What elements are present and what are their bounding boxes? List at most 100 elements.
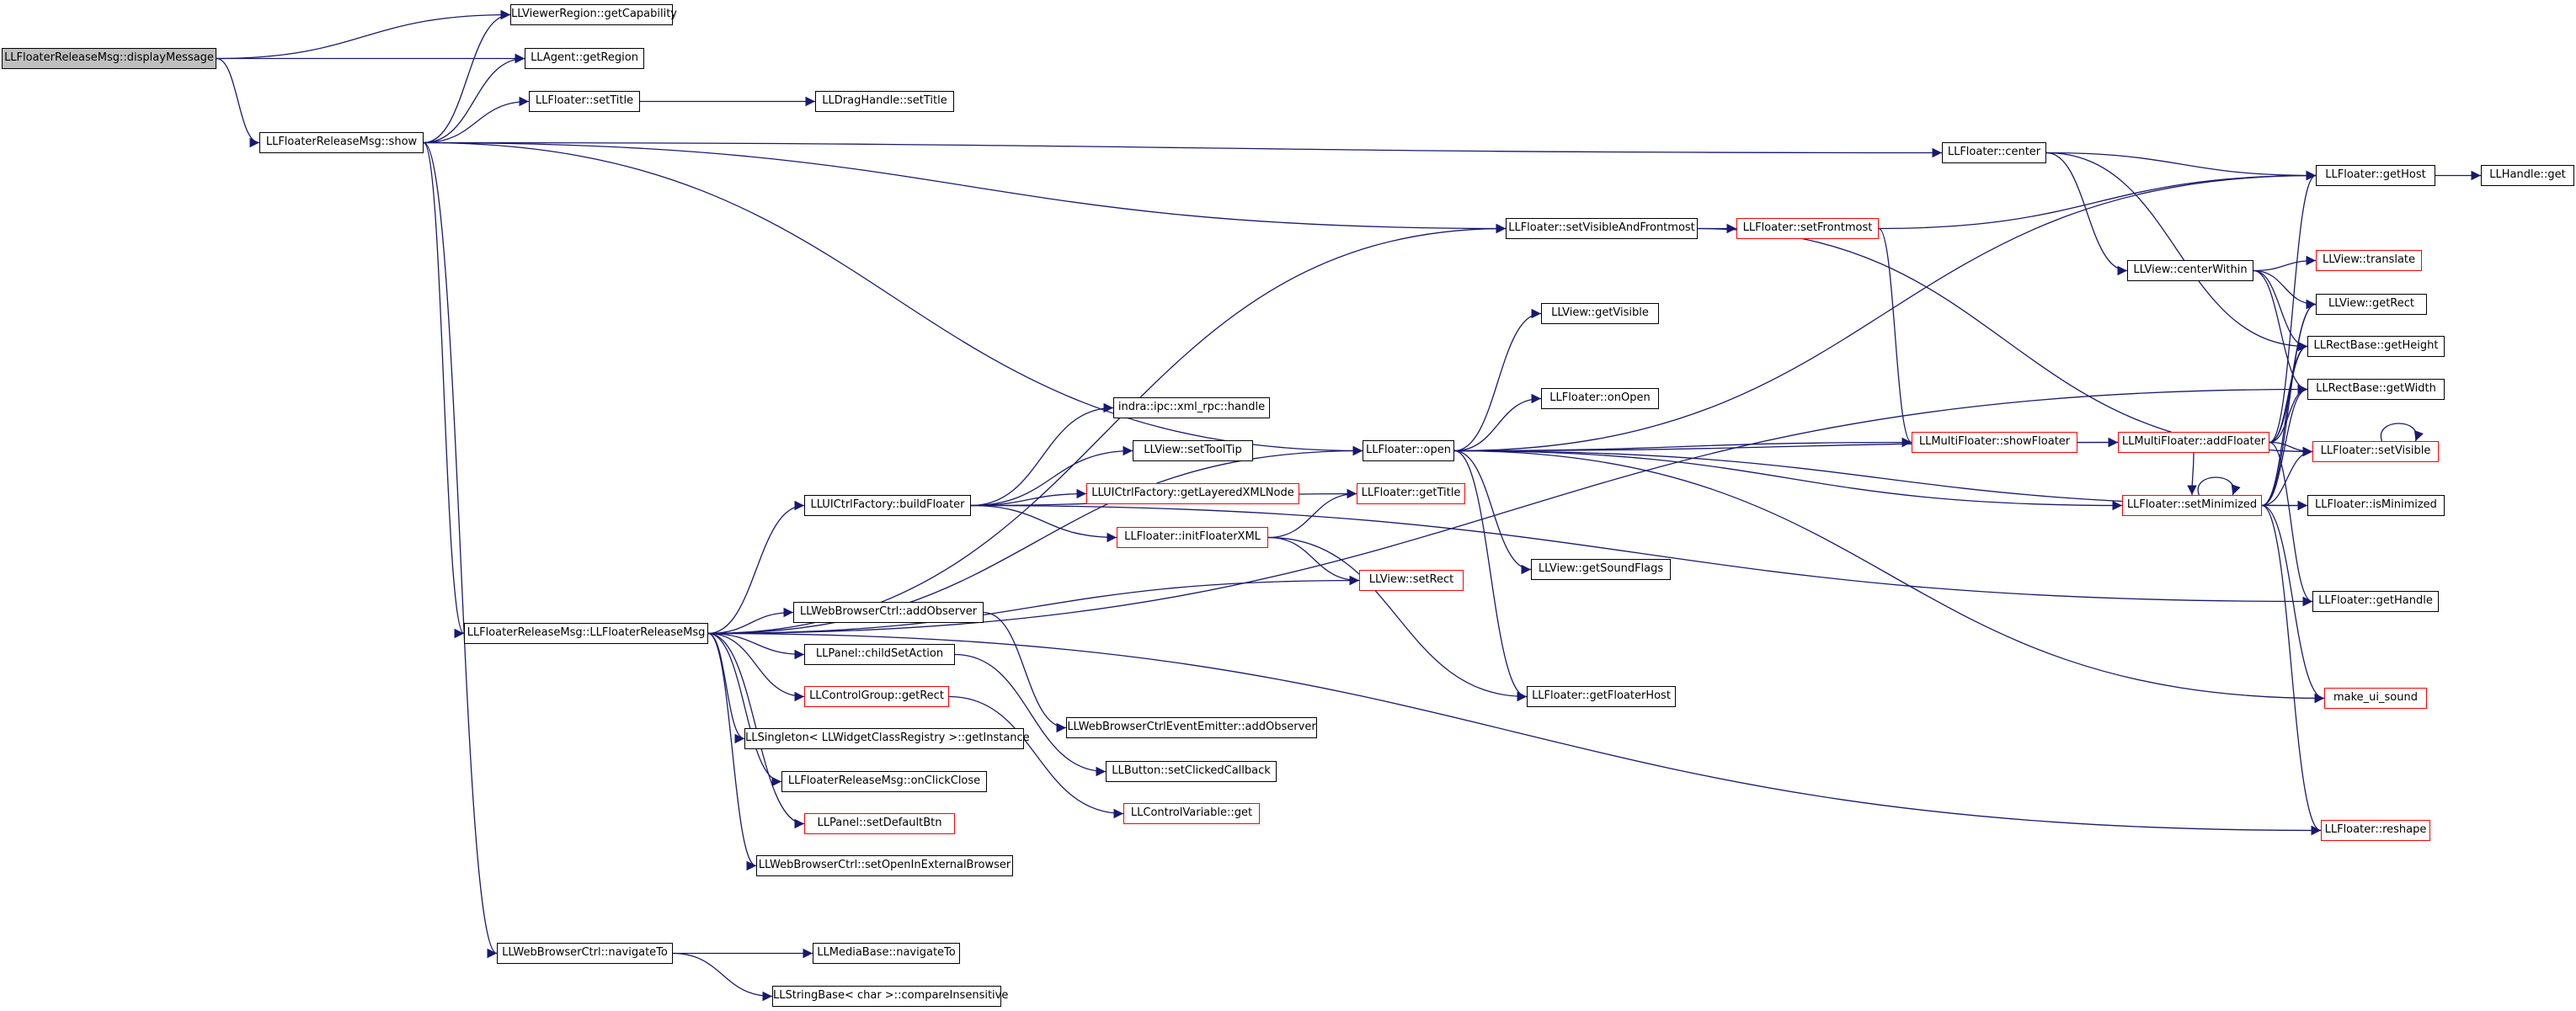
node-llfloater-setfrontmost[interactable]: LLFloater::setFrontmost <box>1736 218 1879 239</box>
node-llsingleton-llwidgetclassregistry-getinstance[interactable]: LLSingleton< LLWidgetClassRegistry >::ge… <box>744 728 1030 749</box>
node-llfloaterreleasemsg-onclickclose[interactable]: LLFloaterReleaseMsg::onClickClose <box>781 771 987 792</box>
node-llfloater-gethost[interactable]: LLFloater::getHost <box>2316 165 2435 186</box>
node-llview-centerwithin[interactable]: LLView::centerWithin <box>2127 260 2253 281</box>
edge-n20-n7 <box>1453 170 2317 452</box>
edge-n27-n15 <box>2261 341 2308 507</box>
edge-n23-n23 <box>2380 423 2424 442</box>
edge-n3-n47 <box>423 141 498 959</box>
edge-n26-n29 <box>970 504 1117 543</box>
node-indra-ipc-xml-rpc-handle[interactable]: indra::ipc::xml_rpc::handle <box>1113 397 1270 418</box>
node-lluictrlfactory-getlayeredxmlnode[interactable]: LLUICtrlFactory::getLayeredXMLNode <box>1086 483 1299 504</box>
edge-n33-n39 <box>983 611 1067 733</box>
node-llfloaterreleasemsg-llfloaterreleasemsg[interactable]: LLFloaterReleaseMsg::LLFloaterReleaseMsg <box>464 623 708 644</box>
node-llfloater-gettitle[interactable]: LLFloater::getTitle <box>1357 483 1465 504</box>
edge-n11-n16 <box>2253 269 2308 395</box>
edge-n37-n43 <box>948 695 1124 819</box>
node-llfloater-reshape[interactable]: LLFloater::reshape <box>2321 820 2430 841</box>
edge-n22-n7 <box>2269 170 2317 444</box>
edge-n20-n38 <box>1453 450 2325 704</box>
edge-n34-n31 <box>707 575 1360 635</box>
node-llwebbrowserctrleventemitter-addobserver[interactable]: LLWebBrowserCtrlEventEmitter::addObserve… <box>1066 717 1317 738</box>
node-llfloater-gethandle[interactable]: LLFloater::getHandle <box>2312 591 2439 612</box>
node-llview-setrect[interactable]: LLView::setRect <box>1359 570 1464 591</box>
edge-n0-n1 <box>216 9 511 60</box>
node-llfloater-onopen[interactable]: LLFloater::onOpen <box>1541 388 1659 409</box>
edge-n34-n46 <box>707 632 757 871</box>
edge-n29-n31 <box>1267 536 1360 586</box>
node-llfloaterreleasemsg-show[interactable]: LLFloaterReleaseMsg::show <box>259 132 424 153</box>
edge-n34-n45 <box>707 632 2322 836</box>
node-llstringbase-char-compareinsensitive[interactable]: LLStringBase< char >::compareInsensitive <box>772 986 1008 1007</box>
edge-n20-n27 <box>1453 450 2123 511</box>
edge-n3-n1 <box>423 9 511 144</box>
edge-n34-n37 <box>707 632 805 702</box>
edge-n10-n21 <box>1878 227 1912 448</box>
edge-n34-n33 <box>707 607 794 635</box>
node-llwebbrowserctrl-setopeninexternalbrowser[interactable]: LLWebBrowserCtrl::setOpenInExternalBrows… <box>756 855 1013 876</box>
node-llhandle-get[interactable]: LLHandle::get <box>2481 165 2574 186</box>
node-llfloaterreleasemsg-displaymessage[interactable]: LLFloaterReleaseMsg::displayMessage <box>2 48 216 69</box>
node-llfloater-isminimized[interactable]: LLFloater::isMinimized <box>2307 495 2445 516</box>
node-llviewerregion-getcapability[interactable]: LLViewerRegion::getCapability <box>510 4 677 25</box>
edge-n3-n6 <box>423 141 1943 158</box>
edge-n34-n16 <box>707 384 2308 635</box>
node-llfloater-initfloaterxml[interactable]: LLFloater::initFloaterXML <box>1117 527 1268 548</box>
edge-n6-n7 <box>2045 152 2317 181</box>
node-llbutton-setclickedcallback[interactable]: LLButton::setClickedCallback <box>1106 761 1277 782</box>
edge-n26-n32 <box>970 504 2313 607</box>
node-llrectbase-getwidth[interactable]: LLRectBase::getWidth <box>2307 379 2445 400</box>
edge-n3-n34 <box>423 141 465 639</box>
edge-n27-n38 <box>2261 504 2325 704</box>
edge-n10-n7 <box>1878 170 2317 230</box>
edge-n26-n17 <box>970 402 1114 507</box>
edge-n3-n20 <box>423 141 1363 456</box>
edge-n27-n23 <box>2261 446 2313 507</box>
node-llfloater-center[interactable]: LLFloater::center <box>1942 142 2046 163</box>
node-llview-getsoundflags[interactable]: LLView::getSoundFlags <box>1531 559 1671 580</box>
node-llrectbase-getheight[interactable]: LLRectBase::getHeight <box>2307 336 2445 357</box>
node-llagent-getregion[interactable]: LLAgent::getRegion <box>525 48 644 69</box>
edge-n6-n11 <box>2045 152 2128 276</box>
edge-n27-n45 <box>2261 504 2322 836</box>
node-llcontrolgroup-getrect[interactable]: LLControlGroup::getRect <box>804 686 949 707</box>
edge-n34-n26 <box>707 500 805 635</box>
edge-n20-n30 <box>1453 450 1532 575</box>
edge-n3-n2 <box>423 53 525 144</box>
node-llwebbrowserctrl-addobserver[interactable]: LLWebBrowserCtrl::addObserver <box>793 602 984 623</box>
edge-n26-n19 <box>970 445 1133 507</box>
edge-n29-n36 <box>1267 536 1528 702</box>
node-llpanel-childsetaction[interactable]: LLPanel::childSetAction <box>804 644 955 665</box>
edge-n0-n3 <box>216 57 260 148</box>
node-llfloater-setminimized[interactable]: LLFloater::setMinimized <box>2122 495 2262 516</box>
edge-n34-n35 <box>707 632 805 660</box>
edge-n22-n32 <box>2269 441 2313 607</box>
edge-n20-n13 <box>1453 308 1542 452</box>
node-llcontrolvariable-get[interactable]: LLControlVariable::get <box>1123 803 1260 824</box>
node-llview-settooltip[interactable]: LLView::setToolTip <box>1133 440 1253 461</box>
node-llmediabase-navigateto[interactable]: LLMediaBase::navigateTo <box>813 943 960 964</box>
node-llview-translate[interactable]: LLView::translate <box>2316 250 2422 271</box>
node-llfloater-setvisible[interactable]: LLFloater::setVisible <box>2312 441 2439 462</box>
node-llview-getvisible[interactable]: LLView::getVisible <box>1541 303 1659 324</box>
node-lluictrlfactory-buildfloater[interactable]: LLUICtrlFactory::buildFloater <box>804 495 971 516</box>
node-llmultifloater-addfloater[interactable]: LLMultiFloater::addFloater <box>2118 432 2269 453</box>
edge-n3-n4 <box>423 96 530 144</box>
node-make-ui-sound[interactable]: make_ui_sound <box>2324 688 2427 709</box>
edge-n35-n41 <box>954 653 1107 777</box>
edge-n47-n49 <box>672 952 773 1002</box>
node-llfloater-open[interactable]: LLFloater::open <box>1363 440 1454 461</box>
node-llfloater-getfloaterhost[interactable]: LLFloater::getFloaterHost <box>1527 686 1676 707</box>
edge-n3-n9 <box>423 141 1507 234</box>
node-llfloater-settitle[interactable]: LLFloater::setTitle <box>529 91 640 112</box>
node-llmultifloater-showfloater[interactable]: LLMultiFloater::showFloater <box>1912 432 2077 453</box>
node-llpanel-setdefaultbtn[interactable]: LLPanel::setDefaultBtn <box>804 813 955 834</box>
node-llwebbrowserctrl-navigateto[interactable]: LLWebBrowserCtrl::navigateTo <box>497 943 673 964</box>
node-lldraghandle-settitle[interactable]: LLDragHandle::setTitle <box>815 91 954 112</box>
edge-n20-n18 <box>1453 393 1542 452</box>
node-llfloater-setvisibleandfrontmost[interactable]: LLFloater::setVisibleAndFrontmost <box>1506 218 1698 239</box>
edge-n29-n25 <box>1267 488 1357 539</box>
edge-n6-n15 <box>2045 152 2308 352</box>
node-llview-getrect[interactable]: LLView::getRect <box>2316 294 2427 315</box>
edge-n11-n12 <box>2253 255 2317 272</box>
